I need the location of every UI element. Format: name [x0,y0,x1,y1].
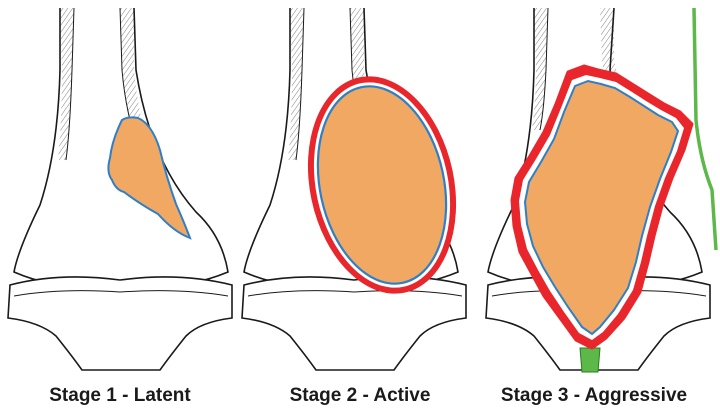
tibia-plateau [8,277,232,370]
stage-2-caption: Stage 2 - Active [240,385,480,407]
tibia-extension [580,348,600,372]
stage-1-caption: Stage 1 - Latent [0,385,240,407]
panel-stage-3 [486,8,716,372]
soft-tissue-extension-line [694,8,716,250]
panel-stage-1 [8,8,232,370]
stage-3-caption: Stage 3 - Aggressive [474,385,714,407]
latent-lesion [108,117,190,238]
panel-stage-2 [242,8,475,370]
tibia-plateau [242,277,466,370]
